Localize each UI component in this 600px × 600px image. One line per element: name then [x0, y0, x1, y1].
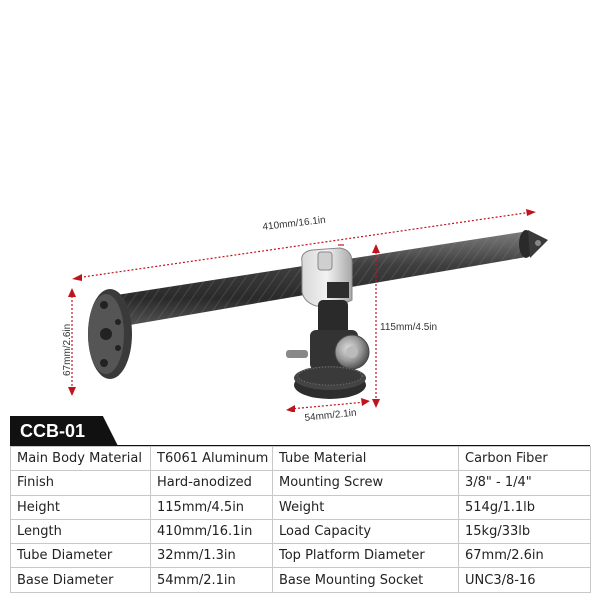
height-dimension-label: 115mm/4.5in	[380, 322, 438, 333]
spec-label: Height	[10, 494, 151, 520]
rotating-base	[294, 366, 366, 399]
spec-value: 54mm/2.1in	[150, 567, 273, 593]
top-platform	[88, 289, 132, 379]
spec-label: Mounting Screw	[272, 470, 459, 496]
dimension-arrows	[68, 209, 536, 412]
product-image-area: 410mm/16.1in 115mm/4.5in 54mm/2.1in 67mm…	[62, 209, 548, 424]
platform-diameter-label: 67mm/2.6in	[62, 323, 73, 376]
spec-label: Base Mounting Socket	[272, 567, 459, 593]
table-row: Main Body Material T6061 Aluminum Tube M…	[10, 445, 591, 472]
table-row: Length 410mm/16.1in Load Capacity 15kg/3…	[10, 518, 591, 545]
spec-label: Top Platform Diameter	[272, 543, 459, 569]
spec-label: Tube Diameter	[10, 543, 151, 569]
spec-label: Load Capacity	[272, 518, 459, 545]
spec-value: 410mm/16.1in	[150, 518, 273, 545]
spec-label: Weight	[272, 494, 459, 520]
spec-value: 32mm/1.3in	[150, 543, 273, 569]
spec-value: T6061 Aluminum	[150, 445, 273, 472]
spec-label: Base Diameter	[10, 567, 151, 593]
table-row: Height 115mm/4.5in Weight 514g/1.1lb	[10, 494, 591, 520]
spec-value: Carbon Fiber	[458, 445, 591, 472]
spec-label: Finish	[10, 470, 151, 496]
spec-value: 67mm/2.6in	[458, 543, 591, 569]
table-row: Finish Hard-anodized Mounting Screw 3/8"…	[10, 470, 591, 496]
model-name-tab: CCB-01	[10, 416, 118, 446]
spec-value: Hard-anodized	[150, 470, 273, 496]
product-illustration	[68, 209, 548, 412]
table-row: Tube Diameter 32mm/1.3in Top Platform Di…	[10, 543, 591, 569]
locking-knob	[334, 334, 370, 370]
model-name: CCB-01	[20, 420, 86, 441]
spec-label: Length	[10, 518, 151, 545]
spec-value: 514g/1.1lb	[458, 494, 591, 520]
specs-table: Main Body Material T6061 Aluminum Tube M…	[10, 445, 591, 593]
spec-value: 3/8" - 1/4"	[458, 470, 591, 496]
spec-label: Main Body Material	[10, 445, 151, 472]
spec-value: UNC3/8-16	[458, 567, 591, 593]
spec-value: 115mm/4.5in	[150, 494, 273, 520]
spec-label: Tube Material	[272, 445, 459, 472]
table-row: Base Diameter 54mm/2.1in Base Mounting S…	[10, 567, 591, 593]
spec-value: 15kg/33lb	[458, 518, 591, 545]
end-cap	[519, 230, 548, 258]
tube-clamp	[301, 247, 353, 307]
